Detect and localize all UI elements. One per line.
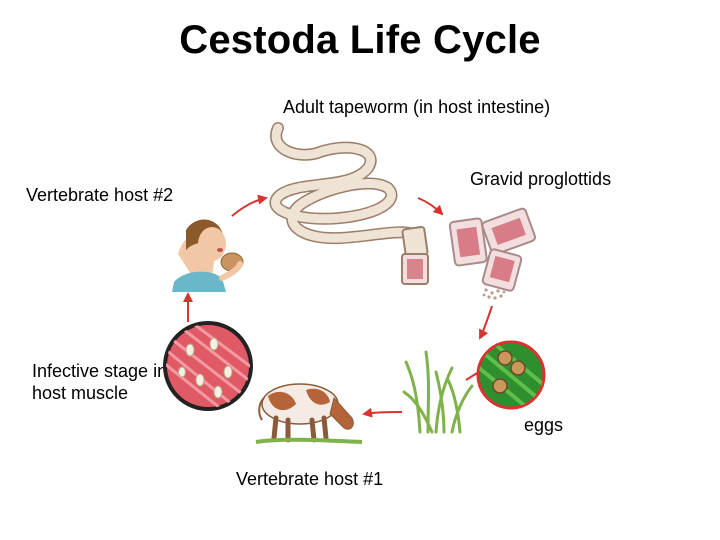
label-vertebrate-host-2: Vertebrate host #2 <box>26 185 174 205</box>
cow-illustration <box>255 383 363 444</box>
infected-muscle-illustration <box>163 321 253 411</box>
tapeworm-illustration <box>269 122 429 285</box>
grass-with-eggs-illustration <box>402 340 546 434</box>
arrow-adult-to-proglottids <box>417 197 444 216</box>
label-vertebrate-host-1: Vertebrate host #1 <box>236 469 384 489</box>
label-gravid-proglottids: Gravid proglottids <box>470 169 612 189</box>
page-title: Cestoda Life Cycle <box>179 18 541 62</box>
person-eating-illustration <box>172 219 244 292</box>
label-infective-stage: Infective stage in host muscle <box>32 361 168 403</box>
gravid-proglottids-illustration <box>448 207 537 300</box>
label-eggs: eggs <box>524 415 564 435</box>
cycle-arrows <box>183 194 493 418</box>
arrow-proglottids-to-grass <box>479 305 493 340</box>
arrow-eggs-to-cow <box>362 407 403 418</box>
arrow-host2-to-adult <box>231 194 268 217</box>
label-adult-tapeworm: Adult tapeworm (in host intestine) <box>283 97 551 117</box>
